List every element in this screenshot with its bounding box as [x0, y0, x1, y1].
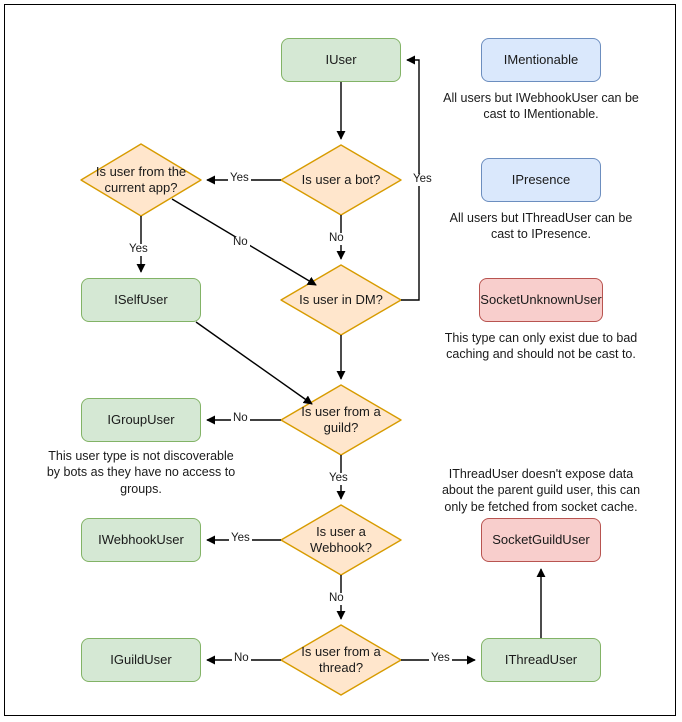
node-iuser-label: IUser — [325, 51, 357, 67]
edge-label-currentapp-yes: Yes — [127, 243, 150, 256]
edge-label-guild-yes: Yes — [327, 472, 350, 485]
node-imentionable[interactable]: IMentionable — [481, 38, 601, 82]
edge-label-webhook-yes: Yes — [229, 532, 252, 545]
node-ipresence-label: IPresence — [511, 171, 571, 187]
node-is-user-from-current-app[interactable]: Is user from the current app? — [81, 144, 201, 216]
node-ithreaduser-label: IThreadUser — [504, 651, 578, 667]
node-is-user-a-webhook-label: Is user a Webhook? — [310, 523, 372, 555]
node-socketunknownuser-label: SocketUnknownUser — [480, 291, 602, 307]
edge-label-dm-yes: Yes — [411, 173, 434, 186]
node-ipresence[interactable]: IPresence — [481, 158, 601, 202]
node-is-user-from-guild[interactable]: Is user from a guild? — [281, 385, 401, 455]
node-iwebhookuser-label: IWebhookUser — [98, 531, 184, 547]
node-imentionable-label: IMentionable — [503, 51, 579, 67]
node-is-user-from-thread-label: Is user from a thread? — [301, 643, 381, 675]
note-socketguilduser: IThreadUser doesn't expose data about th… — [441, 467, 641, 514]
edge-label-thread-no: No — [232, 652, 251, 665]
note-imentionable: All users but IWebhookUser can be cast t… — [443, 91, 639, 122]
node-iselfuser[interactable]: ISelfUser — [81, 278, 201, 322]
node-iuser[interactable]: IUser — [281, 38, 401, 82]
node-igroupuser-label: IGroupUser — [107, 411, 175, 427]
node-socketguilduser-label: SocketGuildUser — [492, 531, 590, 547]
node-is-user-a-webhook[interactable]: Is user a Webhook? — [281, 505, 401, 575]
note-socketunknownuser: This type can only exist due to bad cach… — [444, 331, 638, 362]
node-iguilduser-label: IGuildUser — [110, 651, 172, 667]
edge-label-currentapp-no: No — [231, 236, 250, 249]
node-iwebhookuser[interactable]: IWebhookUser — [81, 518, 201, 562]
node-is-user-from-current-app-label: Is user from the current app? — [95, 163, 187, 195]
node-is-user-a-bot-label: Is user a bot? — [301, 171, 381, 187]
node-socketunknownuser[interactable]: SocketUnknownUser — [479, 278, 603, 322]
node-is-user-in-dm-label: Is user in DM? — [299, 291, 383, 307]
edge-label-bot-no: No — [327, 232, 346, 245]
edge-label-bot-yes: Yes — [228, 172, 251, 185]
node-is-user-from-guild-label: Is user from a guild? — [301, 403, 381, 435]
node-socketguilduser[interactable]: SocketGuildUser — [481, 518, 601, 562]
node-igroupuser[interactable]: IGroupUser — [81, 398, 201, 442]
note-ipresence: All users but IThreadUser can be cast to… — [449, 211, 633, 242]
node-iguilduser[interactable]: IGuildUser — [81, 638, 201, 682]
edge-label-webhook-no: No — [327, 592, 346, 605]
node-is-user-in-dm[interactable]: Is user in DM? — [281, 265, 401, 335]
node-is-user-from-thread[interactable]: Is user from a thread? — [281, 625, 401, 695]
edge-label-thread-yes: Yes — [429, 652, 452, 665]
node-is-user-a-bot[interactable]: Is user a bot? — [281, 145, 401, 215]
node-ithreaduser[interactable]: IThreadUser — [481, 638, 601, 682]
node-iselfuser-label: ISelfUser — [114, 291, 168, 307]
edge-label-guild-no: No — [231, 412, 250, 425]
note-igroupuser: This user type is not discoverable by bo… — [46, 449, 236, 496]
